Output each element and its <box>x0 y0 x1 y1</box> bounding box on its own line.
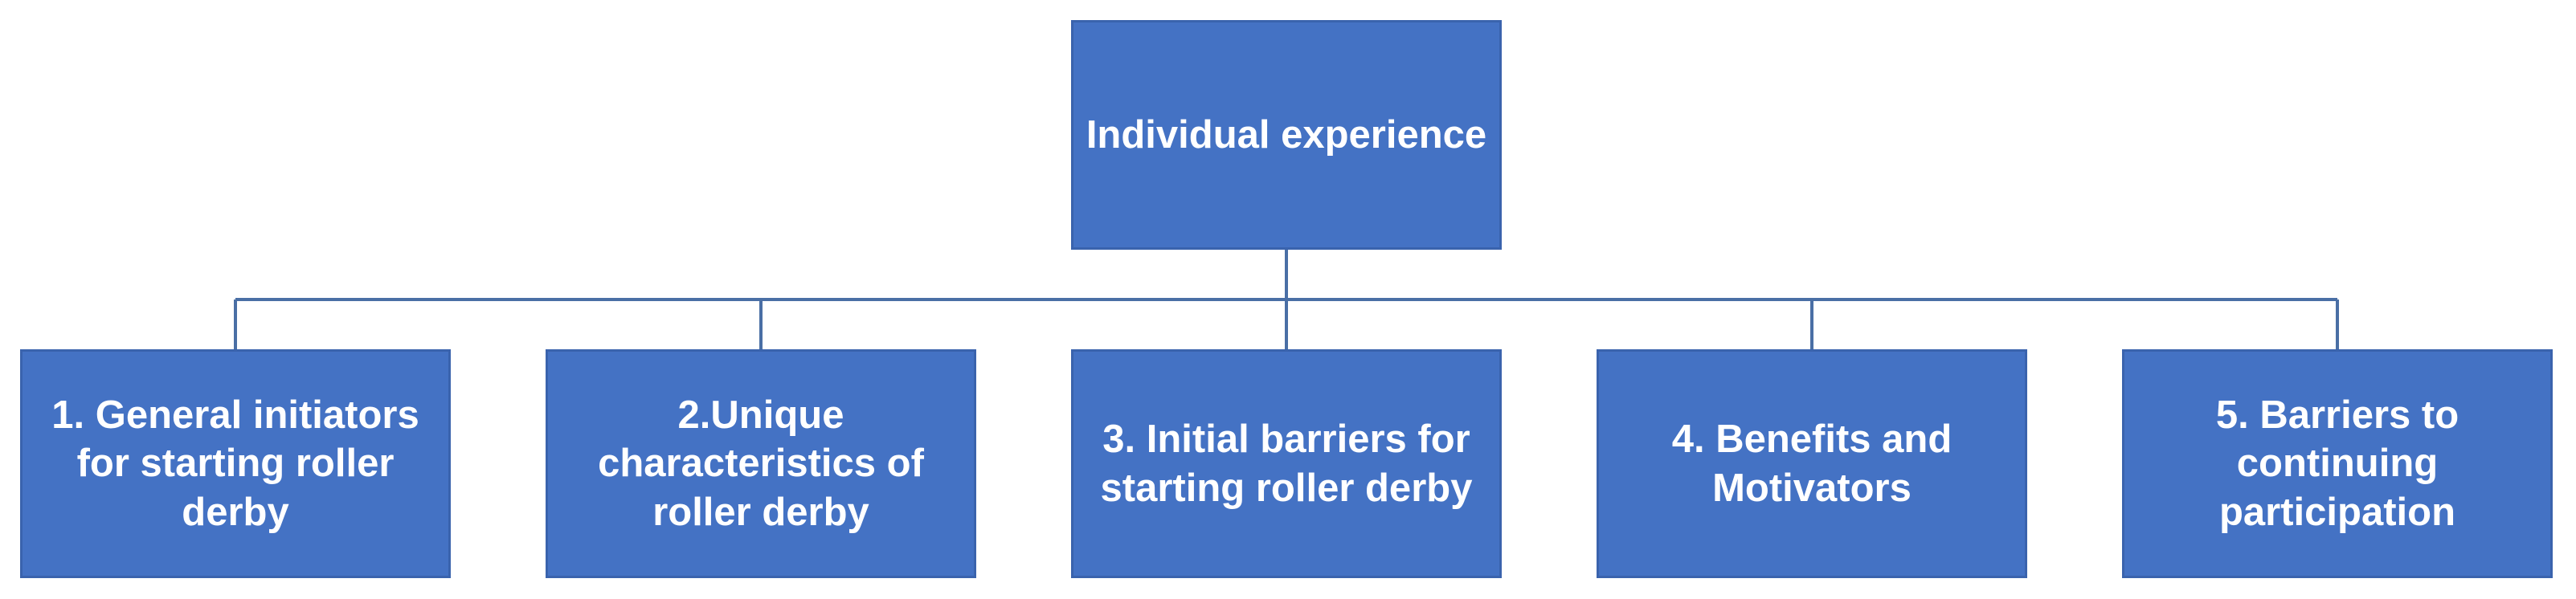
root-node-individual-experience: Individual experience <box>1071 20 1502 250</box>
node-label: 3. Initial barriers for starting roller … <box>1100 418 1473 510</box>
node-label: 2.Unique characteristics of roller derby <box>598 393 924 534</box>
node-general-initiators: 1. General initiators for starting rolle… <box>20 349 451 578</box>
node-initial-barriers: 3. Initial barriers for starting roller … <box>1071 349 1502 578</box>
node-label: 4. Benefits and Motivators <box>1671 418 1952 510</box>
node-benefits-motivators: 4. Benefits and Motivators <box>1597 349 2027 578</box>
node-unique-characteristics: 2.Unique characteristics of roller derby <box>546 349 976 578</box>
node-label: 5. Barriers to continuing participation <box>2215 393 2459 534</box>
root-node-label: Individual experience <box>1086 112 1487 157</box>
node-barriers-continuing: 5. Barriers to continuing participation <box>2122 349 2553 578</box>
node-label: 1. General initiators for starting rolle… <box>51 393 419 534</box>
